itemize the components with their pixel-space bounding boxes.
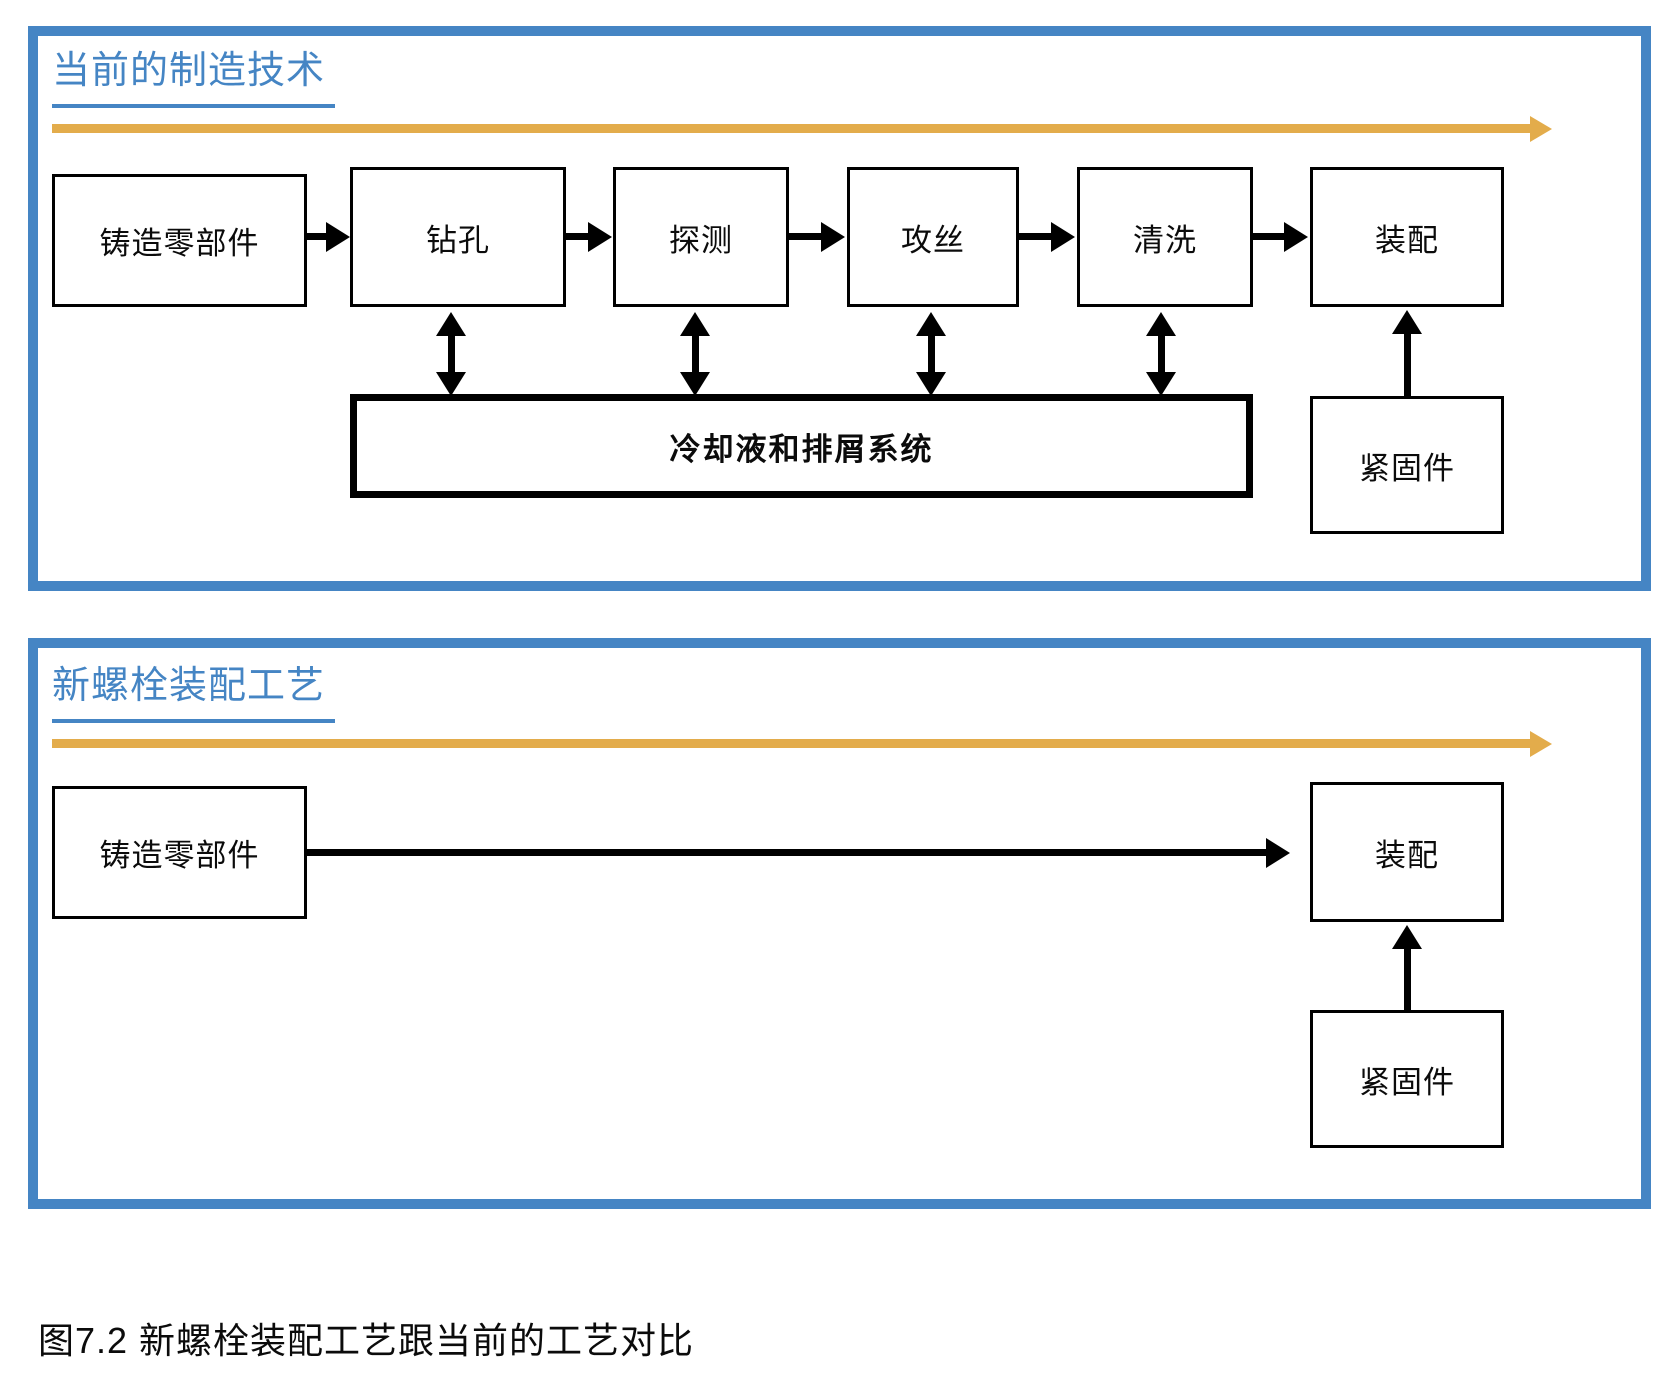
fastener-arrow-shaft-new xyxy=(1404,947,1411,1012)
process-box-assembly-new: 装配 xyxy=(1310,782,1504,922)
bidirectional-arrow-shaft xyxy=(1158,334,1165,378)
panel-current-flow-arrow-line xyxy=(52,124,1530,133)
bidirectional-arrow-head-down xyxy=(916,372,946,396)
panel-current-flow-arrow-head xyxy=(1530,116,1552,142)
panel-new-flow-arrow-head xyxy=(1530,731,1552,757)
process-box-label: 清洗 xyxy=(1133,222,1197,258)
connector-arrow-shaft xyxy=(307,233,330,240)
process-box-label: 紧固件 xyxy=(1359,450,1455,486)
process-box-assembly-current: 装配 xyxy=(1310,167,1504,307)
support-bar-label: 冷却液和排屑系统 xyxy=(669,431,934,467)
panel-current-title: 当前的制造技术 xyxy=(52,50,326,92)
fastener-arrow-head-new xyxy=(1392,925,1422,949)
connector-arrow-head xyxy=(326,222,350,252)
process-box-fastener-current: 紧固件 xyxy=(1310,396,1504,534)
process-box-fastener-new: 紧固件 xyxy=(1310,1010,1504,1148)
connector-arrow-head xyxy=(1284,222,1308,252)
bidirectional-arrow-head-down xyxy=(680,372,710,396)
bidirectional-arrow-shaft xyxy=(928,334,935,378)
panel-current-title-underline xyxy=(52,104,335,108)
panel-new-flow-arrow-line xyxy=(52,739,1530,748)
process-box-label: 装配 xyxy=(1375,837,1439,873)
connector-arrow-head xyxy=(588,222,612,252)
connector-arrow-head xyxy=(821,222,845,252)
process-box-label: 装配 xyxy=(1375,222,1439,258)
figure-caption: 图7.2 新螺栓装配工艺跟当前的工艺对比 xyxy=(38,1320,695,1361)
bidirectional-arrow-head-up xyxy=(1146,312,1176,336)
connector-arrow-head xyxy=(1051,222,1075,252)
bidirectional-arrow-shaft xyxy=(448,334,455,378)
process-box-label: 紧固件 xyxy=(1359,1064,1455,1100)
connector-arrow-shaft xyxy=(1019,233,1053,240)
process-box-label: 铸造零部件 xyxy=(99,838,260,873)
connector-arrow-shaft xyxy=(566,233,590,240)
bidirectional-arrow-head-down xyxy=(1146,372,1176,396)
process-box-label: 探测 xyxy=(669,222,733,258)
process-box-label: 攻丝 xyxy=(901,222,965,258)
bidirectional-arrow-head-up xyxy=(680,312,710,336)
bidirectional-arrow-head-down xyxy=(436,372,466,396)
support-bar-coolant-chip-system: 冷却液和排屑系统 xyxy=(350,394,1253,498)
connector-arrow-shaft-long xyxy=(305,849,1268,856)
connector-arrow-shaft xyxy=(789,233,824,240)
fastener-arrow-head-current xyxy=(1392,310,1422,334)
connector-arrow-head-long xyxy=(1266,838,1290,868)
process-box-washing: 清洗 xyxy=(1077,167,1253,307)
process-box-label: 钻孔 xyxy=(426,222,490,258)
bidirectional-arrow-shaft xyxy=(692,334,699,378)
process-box-casting-current: 铸造零部件 xyxy=(52,174,307,307)
fastener-arrow-shaft-current xyxy=(1404,332,1411,396)
process-box-label: 铸造零部件 xyxy=(99,226,260,261)
process-box-tapping: 攻丝 xyxy=(847,167,1019,307)
bidirectional-arrow-head-up xyxy=(916,312,946,336)
process-box-probing: 探测 xyxy=(613,167,789,307)
process-box-casting-new: 铸造零部件 xyxy=(52,786,307,919)
panel-new-title-underline xyxy=(52,719,335,723)
connector-arrow-shaft xyxy=(1253,233,1286,240)
process-box-drilling: 钻孔 xyxy=(350,167,566,307)
panel-new-title: 新螺栓装配工艺 xyxy=(52,665,326,707)
bidirectional-arrow-head-up xyxy=(436,312,466,336)
